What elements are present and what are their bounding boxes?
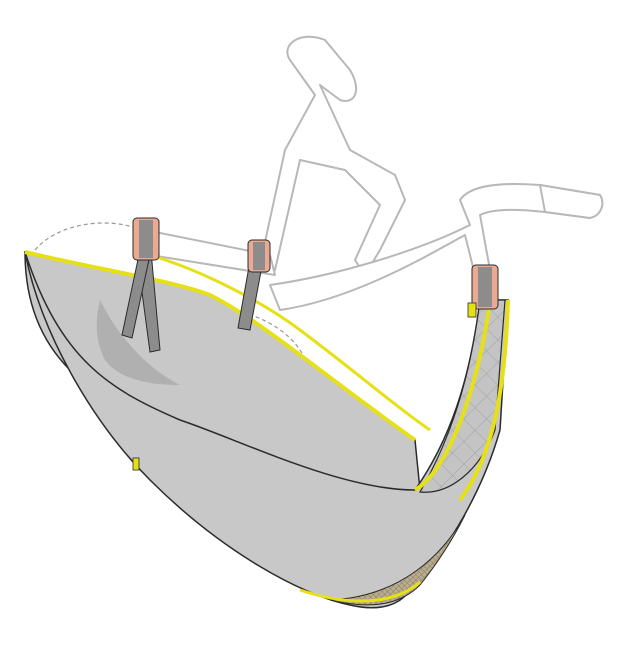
edge-binding-bottom — [299, 580, 422, 603]
side-tab — [132, 457, 140, 471]
edge-binding-leg — [413, 299, 510, 502]
strap-left — [121, 217, 161, 353]
spreader-bar — [144, 35, 604, 311]
edge-binding-inner — [149, 253, 431, 432]
mesh-base — [329, 514, 466, 606]
strap-right — [467, 264, 499, 318]
edge-binding-top — [24, 250, 417, 442]
sling-head-shadow — [96, 300, 180, 385]
handle-grip-icon — [539, 184, 604, 219]
strap-center — [237, 239, 271, 331]
sling-main-body — [24, 251, 509, 609]
sling — [24, 250, 510, 609]
lift-arm — [259, 35, 406, 276]
